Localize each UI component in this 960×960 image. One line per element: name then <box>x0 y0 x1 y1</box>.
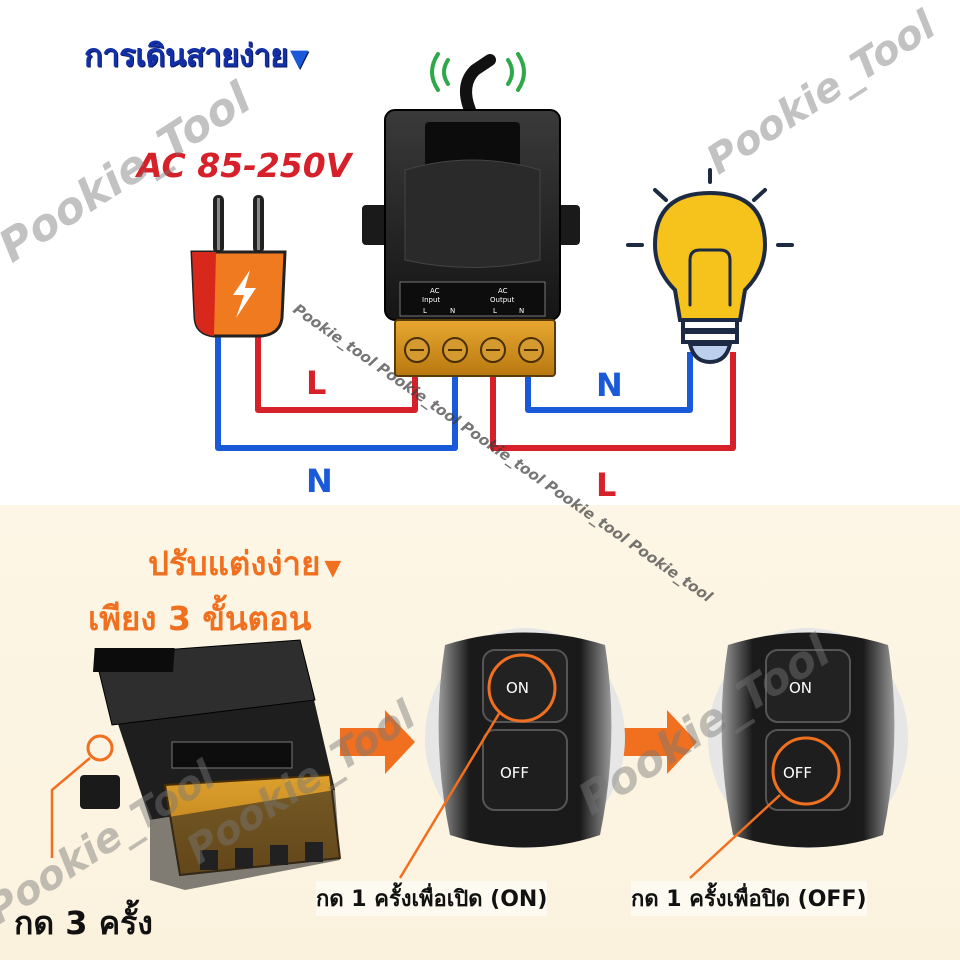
neutral-input-label: N <box>306 462 333 500</box>
svg-text:Input: Input <box>422 296 440 304</box>
neutral-output-label: N <box>596 366 623 404</box>
svg-text:L: L <box>493 307 497 315</box>
remote2-off-label: OFF <box>783 764 812 782</box>
signal-waves-icon <box>430 52 526 92</box>
remote2-on-label: ON <box>789 679 812 697</box>
wiring-title-text: การเดินสายง่าย <box>84 38 288 74</box>
light-bulb-icon <box>626 168 794 365</box>
svg-text:AC: AC <box>430 287 440 295</box>
neutral-input-wire <box>215 330 458 451</box>
step3-caption: กด 1 ครั้งเพื่อปิด (OFF) <box>631 881 867 916</box>
svg-text:Output: Output <box>490 296 515 304</box>
arrow-right-icon-1 <box>340 710 415 774</box>
setup-title-line2: เพียง 3 ขั้นตอน <box>88 599 312 638</box>
arrow-right-icon-2 <box>622 710 697 774</box>
svg-text:AC: AC <box>498 287 508 295</box>
svg-text:N: N <box>519 307 524 315</box>
setup-title-line1: ปรับแต่งง่าย▼ <box>148 537 341 590</box>
relay-receiver-bottom <box>50 639 342 890</box>
setup-title-marker-icon: ▼ <box>324 556 342 581</box>
power-plug-icon <box>190 195 287 338</box>
remote1-off-label: OFF <box>500 764 529 782</box>
voltage-label: AC 85-250V <box>137 146 352 185</box>
live-input-label: L <box>306 364 327 402</box>
live-input-wire <box>255 330 418 413</box>
neutral-output-wire <box>525 352 693 413</box>
remote-control-off-step: ON OFF <box>689 628 908 879</box>
remote1-on-label: ON <box>506 679 529 697</box>
live-output-label: L <box>596 466 617 504</box>
svg-text:N: N <box>450 307 455 315</box>
step2-caption: กด 1 ครั้งเพื่อเปิด (ON) <box>316 881 548 916</box>
antenna-icon <box>460 54 496 116</box>
relay-receiver-top: AC Input AC Output L N L N <box>362 52 580 377</box>
remote-control-on-step: ON OFF <box>398 628 625 879</box>
wiring-title-marker-icon: ▼ <box>289 44 308 72</box>
svg-text:L: L <box>423 307 427 315</box>
step1-caption: กด 3 ครั้ง <box>14 904 153 942</box>
live-output-wire <box>490 352 736 451</box>
setup-title-text: ปรับแต่งง่าย <box>148 544 321 583</box>
wiring-title: การเดินสายง่าย▼ <box>84 30 308 80</box>
wires <box>215 330 736 451</box>
